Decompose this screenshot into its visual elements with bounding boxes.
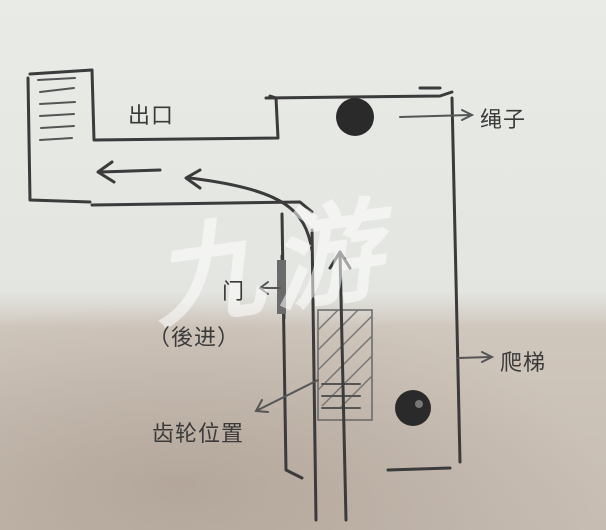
gear-pointer [254, 379, 319, 413]
exit-stairs [37, 77, 76, 141]
path-arrow-curve [184, 168, 314, 252]
paper-shadow [0, 300, 606, 530]
ladder-label: 爬梯 [500, 351, 547, 376]
gear-ball [395, 390, 431, 426]
ladder-pointer [457, 351, 495, 363]
rope-label: 绳子 [480, 108, 527, 133]
path-arrow-up [328, 250, 352, 522]
exit-label: 出口 [128, 104, 175, 129]
rope-ball [336, 98, 374, 136]
door-mark [277, 254, 286, 320]
gear-ball-highlight [415, 400, 423, 408]
door-note-label: （後进） [148, 326, 241, 351]
door-label: 门 [222, 280, 246, 305]
door-pointer [258, 281, 281, 295]
gear-position-label: 齿轮位置 [152, 422, 245, 447]
rope-pointer [399, 109, 475, 121]
gear-block [317, 309, 373, 421]
exit-arrow-left [96, 160, 162, 184]
path-line-left [310, 228, 318, 522]
